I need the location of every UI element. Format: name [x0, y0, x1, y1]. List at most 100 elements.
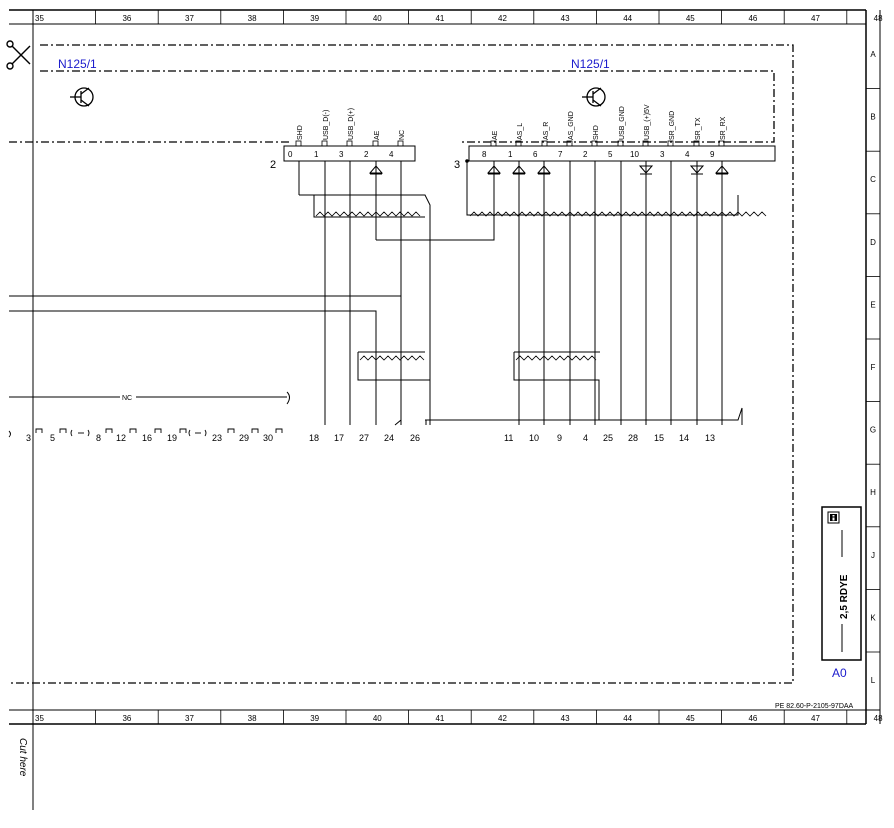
wire-number: 4 — [583, 433, 588, 443]
pin-number: 1 — [508, 150, 513, 159]
transistor-icon — [582, 87, 606, 107]
wire-number: 16 — [142, 433, 152, 443]
pin-signal: AE — [374, 130, 381, 140]
wire-number: 12 — [116, 433, 126, 443]
row-label: D — [870, 238, 876, 247]
wire-number: 9 — [557, 433, 562, 443]
pin-signal: USB_GND — [619, 106, 626, 140]
pin-number: 3 — [339, 150, 344, 159]
pin-number: 7 — [558, 150, 563, 159]
wire-number: 14 — [679, 433, 689, 443]
row-label: G — [870, 426, 876, 435]
pin-signal: USB_D(+) — [348, 108, 355, 140]
column-label: 45 — [686, 714, 695, 723]
pin-number: 4 — [389, 150, 394, 159]
wire-number: 13 — [705, 433, 715, 443]
scissors-icon — [6, 40, 31, 70]
wire-number: 18 — [309, 433, 319, 443]
pin-c3-8: AE 8 — [482, 130, 499, 159]
pin-number: 5 — [608, 150, 613, 159]
column-label: 41 — [435, 714, 444, 723]
connector-3-pins: AE 8 AS_L 1 AS_R 6 AS_GND 7 SHD 2 USB_GN… — [482, 104, 727, 159]
module-label-left: N125/1 — [58, 57, 97, 71]
pin-signal: SHD — [593, 125, 600, 140]
pin-signal: USB_(+)5V — [644, 104, 651, 140]
pin-c3-10: USB_(+)5V 10 — [630, 104, 651, 159]
pin-signal: AS_GND — [568, 111, 575, 140]
wire-number: 17 — [334, 433, 344, 443]
module-label-right: N125/1 — [571, 57, 610, 71]
pin-signal: AS_L — [517, 123, 524, 140]
pin-c2-0: SHD 0 — [288, 125, 304, 159]
wire-number: 5 — [50, 433, 55, 443]
pin-c2-2: AE 2 — [364, 130, 381, 159]
shield-zigzag — [315, 211, 767, 361]
pin-c2-3: USB_D(+) 3 — [339, 108, 355, 159]
pin-number: 4 — [685, 150, 690, 159]
wire-number: 28 — [628, 433, 638, 443]
wire-number: 30 — [263, 433, 273, 443]
column-label: 37 — [185, 714, 194, 723]
column-label: 48 — [874, 714, 883, 723]
pin-number: 1 — [314, 150, 319, 159]
column-label: 36 — [122, 714, 131, 723]
column-label: 47 — [811, 714, 820, 723]
pin-signal: NC — [399, 130, 406, 140]
wire-spec-label: 2,5 RDYE — [839, 574, 850, 619]
pin-number: 3 — [660, 150, 665, 159]
pin-number: 8 — [482, 150, 487, 159]
column-label: 40 — [373, 14, 382, 23]
connector-2-pins: SHD 0 USB_D(-) 1 USB_D(+) 3 AE 2 NC 4 — [288, 108, 406, 159]
pin-signal: AS_R — [543, 122, 550, 140]
column-label: 41 — [435, 14, 444, 23]
row-label: C — [870, 175, 876, 184]
column-label: 44 — [623, 714, 632, 723]
wire-number: 10 — [529, 433, 539, 443]
pin-signal: SR_TX — [695, 117, 702, 140]
wire-number: 29 — [239, 433, 249, 443]
pin-signal: SR_RX — [720, 116, 727, 140]
signal-direction-markers — [368, 165, 730, 175]
column-label: 38 — [248, 714, 257, 723]
pin-c2-4: NC 4 — [389, 130, 406, 159]
pin-signal: AE — [492, 130, 499, 140]
column-label: 43 — [561, 714, 570, 723]
page-label: A0 — [832, 666, 847, 680]
pin-c3-3: SR_GND 3 — [660, 111, 676, 159]
column-grid-ticks — [32, 10, 848, 724]
column-label: 44 — [623, 14, 632, 23]
column-label: 48 — [874, 14, 883, 23]
terminal-splice-marks — [8, 428, 283, 438]
wire-number: 25 — [603, 433, 613, 443]
pin-c3-6: AS_R 6 — [533, 122, 550, 159]
doc-reference: PE 82.60-P-2105-97DAA — [775, 703, 854, 710]
module-boundaries — [9, 44, 794, 684]
pin-number: 9 — [710, 150, 715, 159]
column-label: 37 — [185, 14, 194, 23]
pin-number: 0 — [288, 150, 293, 159]
row-label: E — [870, 300, 875, 309]
cut-here-label: Cut here — [17, 738, 28, 777]
column-label: 35 — [35, 14, 44, 23]
pin-number: 10 — [630, 150, 639, 159]
pin-signal: SR_GND — [669, 111, 676, 140]
row-label: K — [870, 613, 876, 622]
connector-2-number: 2 — [270, 159, 276, 171]
wire-number: 24 — [384, 433, 394, 443]
pin-number: 6 — [533, 150, 538, 159]
pin-signal: SHD — [297, 125, 304, 140]
sheet-frame — [9, 9, 881, 810]
row-label: A — [870, 50, 876, 59]
wire-number: 3 — [26, 433, 31, 443]
column-label: 42 — [498, 714, 507, 723]
wire-number: 26 — [410, 433, 420, 443]
pin-c3-9: SR_RX 9 — [710, 116, 727, 159]
legend-box: 2,5 RDYE A0 — [821, 506, 862, 680]
pin-c3-4: SR_TX 4 — [685, 117, 702, 159]
wire-number: 19 — [167, 433, 177, 443]
wire-numbers: 3 5 8 12 16 19 23 29 30 18 17 27 24 26 1… — [26, 433, 715, 443]
